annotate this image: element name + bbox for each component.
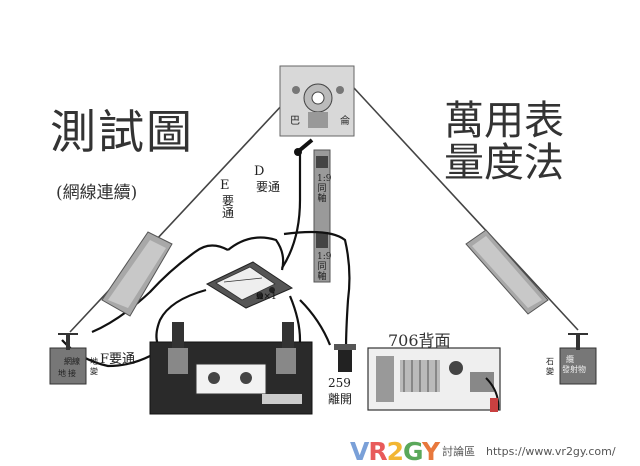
brand-letter: R	[368, 436, 387, 466]
brand-letter: 2	[386, 436, 404, 466]
label-259: 259	[328, 376, 351, 390]
title-multimeter-line1: 萬用表	[444, 98, 564, 144]
title-test-diagram: 測試圖	[50, 105, 194, 159]
balun-label-1: 巴	[290, 116, 300, 127]
label-259-sub: 離開	[328, 392, 353, 406]
right-ground-label-4: 發射	[562, 365, 578, 374]
right-ground-label-5: 物	[578, 365, 586, 374]
left-ground-label-3: 接	[68, 369, 76, 378]
probe-top	[298, 138, 314, 152]
multimeter	[205, 261, 294, 309]
label-f: F要通	[100, 352, 136, 367]
lead-d-to-balun	[281, 152, 302, 269]
label-e: E	[220, 178, 230, 193]
right-ground-label-3: 纜	[566, 355, 574, 364]
lead-e-loop	[227, 236, 285, 271]
title-multimeter-line2: 量度法	[444, 140, 564, 186]
label-706-rear: 706背面	[388, 331, 451, 350]
meter-ohm-label: Ω×1	[256, 292, 277, 302]
connector-259	[334, 344, 356, 372]
left-ground-block	[49, 333, 87, 385]
brand-logo: VR2GY 討論區	[350, 436, 476, 466]
right-ground-label-1: 石	[546, 357, 554, 366]
brand-text: VR2GY	[350, 436, 440, 466]
lead-coax-to-259	[299, 299, 332, 346]
lead-to-259	[283, 230, 351, 351]
antenna-tuner	[149, 322, 313, 415]
coax-label-upper: 1:9 同軸	[317, 174, 332, 204]
subtitle-wire-continuity: (網線連續)	[56, 183, 138, 203]
brand-url-link[interactable]: https://www.vr2gy.com/	[486, 445, 616, 458]
right-antenna-wire	[353, 87, 579, 331]
balun-label-2: 侖	[340, 116, 350, 127]
label-e-sub2: 通	[222, 206, 235, 220]
label-e-sub1: 要	[222, 194, 235, 208]
label-d: D	[254, 164, 265, 179]
brand-letter: Y	[422, 436, 440, 466]
left-ground-label-5: 變	[90, 367, 98, 376]
coax-cable	[313, 149, 331, 283]
lead-e-to-left	[91, 244, 229, 334]
label-d-sub: 要通	[256, 180, 281, 194]
left-ground-label-4: 地	[90, 357, 98, 366]
right-ground-label-2: 變	[546, 367, 554, 376]
brand-letter: G	[403, 436, 423, 466]
right-ground-block	[559, 333, 597, 385]
left-ground-label-1: 網線	[64, 357, 80, 366]
balun-box	[279, 65, 355, 137]
brand-letter: V	[350, 436, 369, 466]
left-ground-label-2: 地	[58, 369, 66, 378]
left-insulator	[101, 231, 173, 317]
brand-zone: 討論區	[442, 445, 476, 458]
coax-label-lower: 1:9 同軸	[317, 252, 332, 282]
right-insulator	[465, 229, 549, 315]
radio-706-rear	[367, 347, 501, 412]
